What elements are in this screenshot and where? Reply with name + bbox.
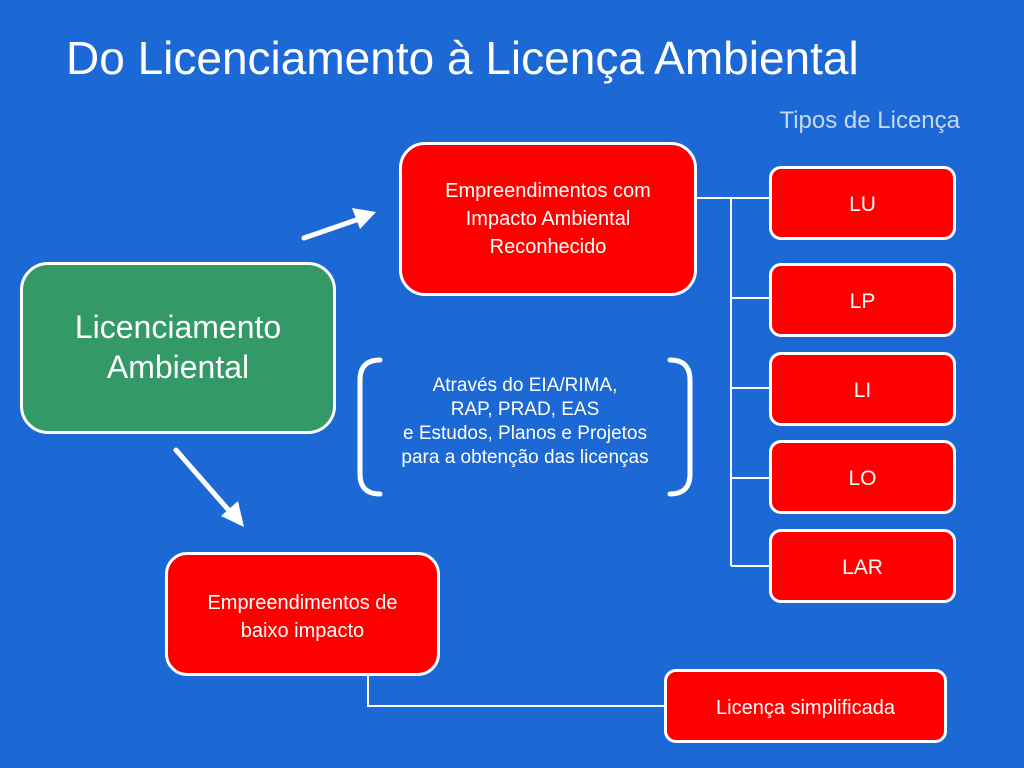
high-impact-label: Empreendimentos com Impacto Ambiental Re… bbox=[445, 180, 651, 258]
main-node-label: Licenciamento Ambiental bbox=[74, 309, 282, 385]
license-lar-node: LAR bbox=[769, 529, 956, 603]
studies-note: Através do EIA/RIMA, RAP, PRAD, EAS e Es… bbox=[401, 375, 649, 468]
low-impact-node: Empreendimentos de baixo impacto bbox=[165, 552, 440, 676]
license-label: LP bbox=[849, 290, 876, 313]
license-tree-connector bbox=[697, 197, 769, 567]
simplified-license-node: Licença simplificada bbox=[664, 669, 947, 743]
license-label: LAR bbox=[842, 556, 883, 579]
simplified-license-label: Licença simplificada bbox=[716, 697, 895, 719]
arrow-down-right bbox=[173, 447, 244, 527]
license-label: LI bbox=[853, 379, 872, 402]
page-subtitle: Tipos de Licença bbox=[779, 107, 960, 134]
low-impact-label: Empreendimentos de baixo impacto bbox=[207, 592, 398, 642]
simplified-connector bbox=[367, 676, 664, 707]
right-brace bbox=[667, 357, 693, 497]
license-lu-node: LU bbox=[769, 166, 956, 240]
licenciamento-ambiental-node: Licenciamento Ambiental bbox=[20, 262, 336, 434]
left-brace bbox=[357, 357, 383, 497]
high-impact-node: Empreendimentos com Impacto Ambiental Re… bbox=[399, 142, 697, 296]
license-label: LO bbox=[848, 467, 877, 490]
license-lo-node: LO bbox=[769, 440, 956, 514]
license-li-node: LI bbox=[769, 352, 956, 426]
license-lp-node: LP bbox=[769, 263, 956, 337]
arrow-up-right bbox=[301, 208, 376, 241]
license-label: LU bbox=[849, 193, 876, 216]
page-title: Do Licenciamento à Licença Ambiental bbox=[66, 32, 859, 84]
